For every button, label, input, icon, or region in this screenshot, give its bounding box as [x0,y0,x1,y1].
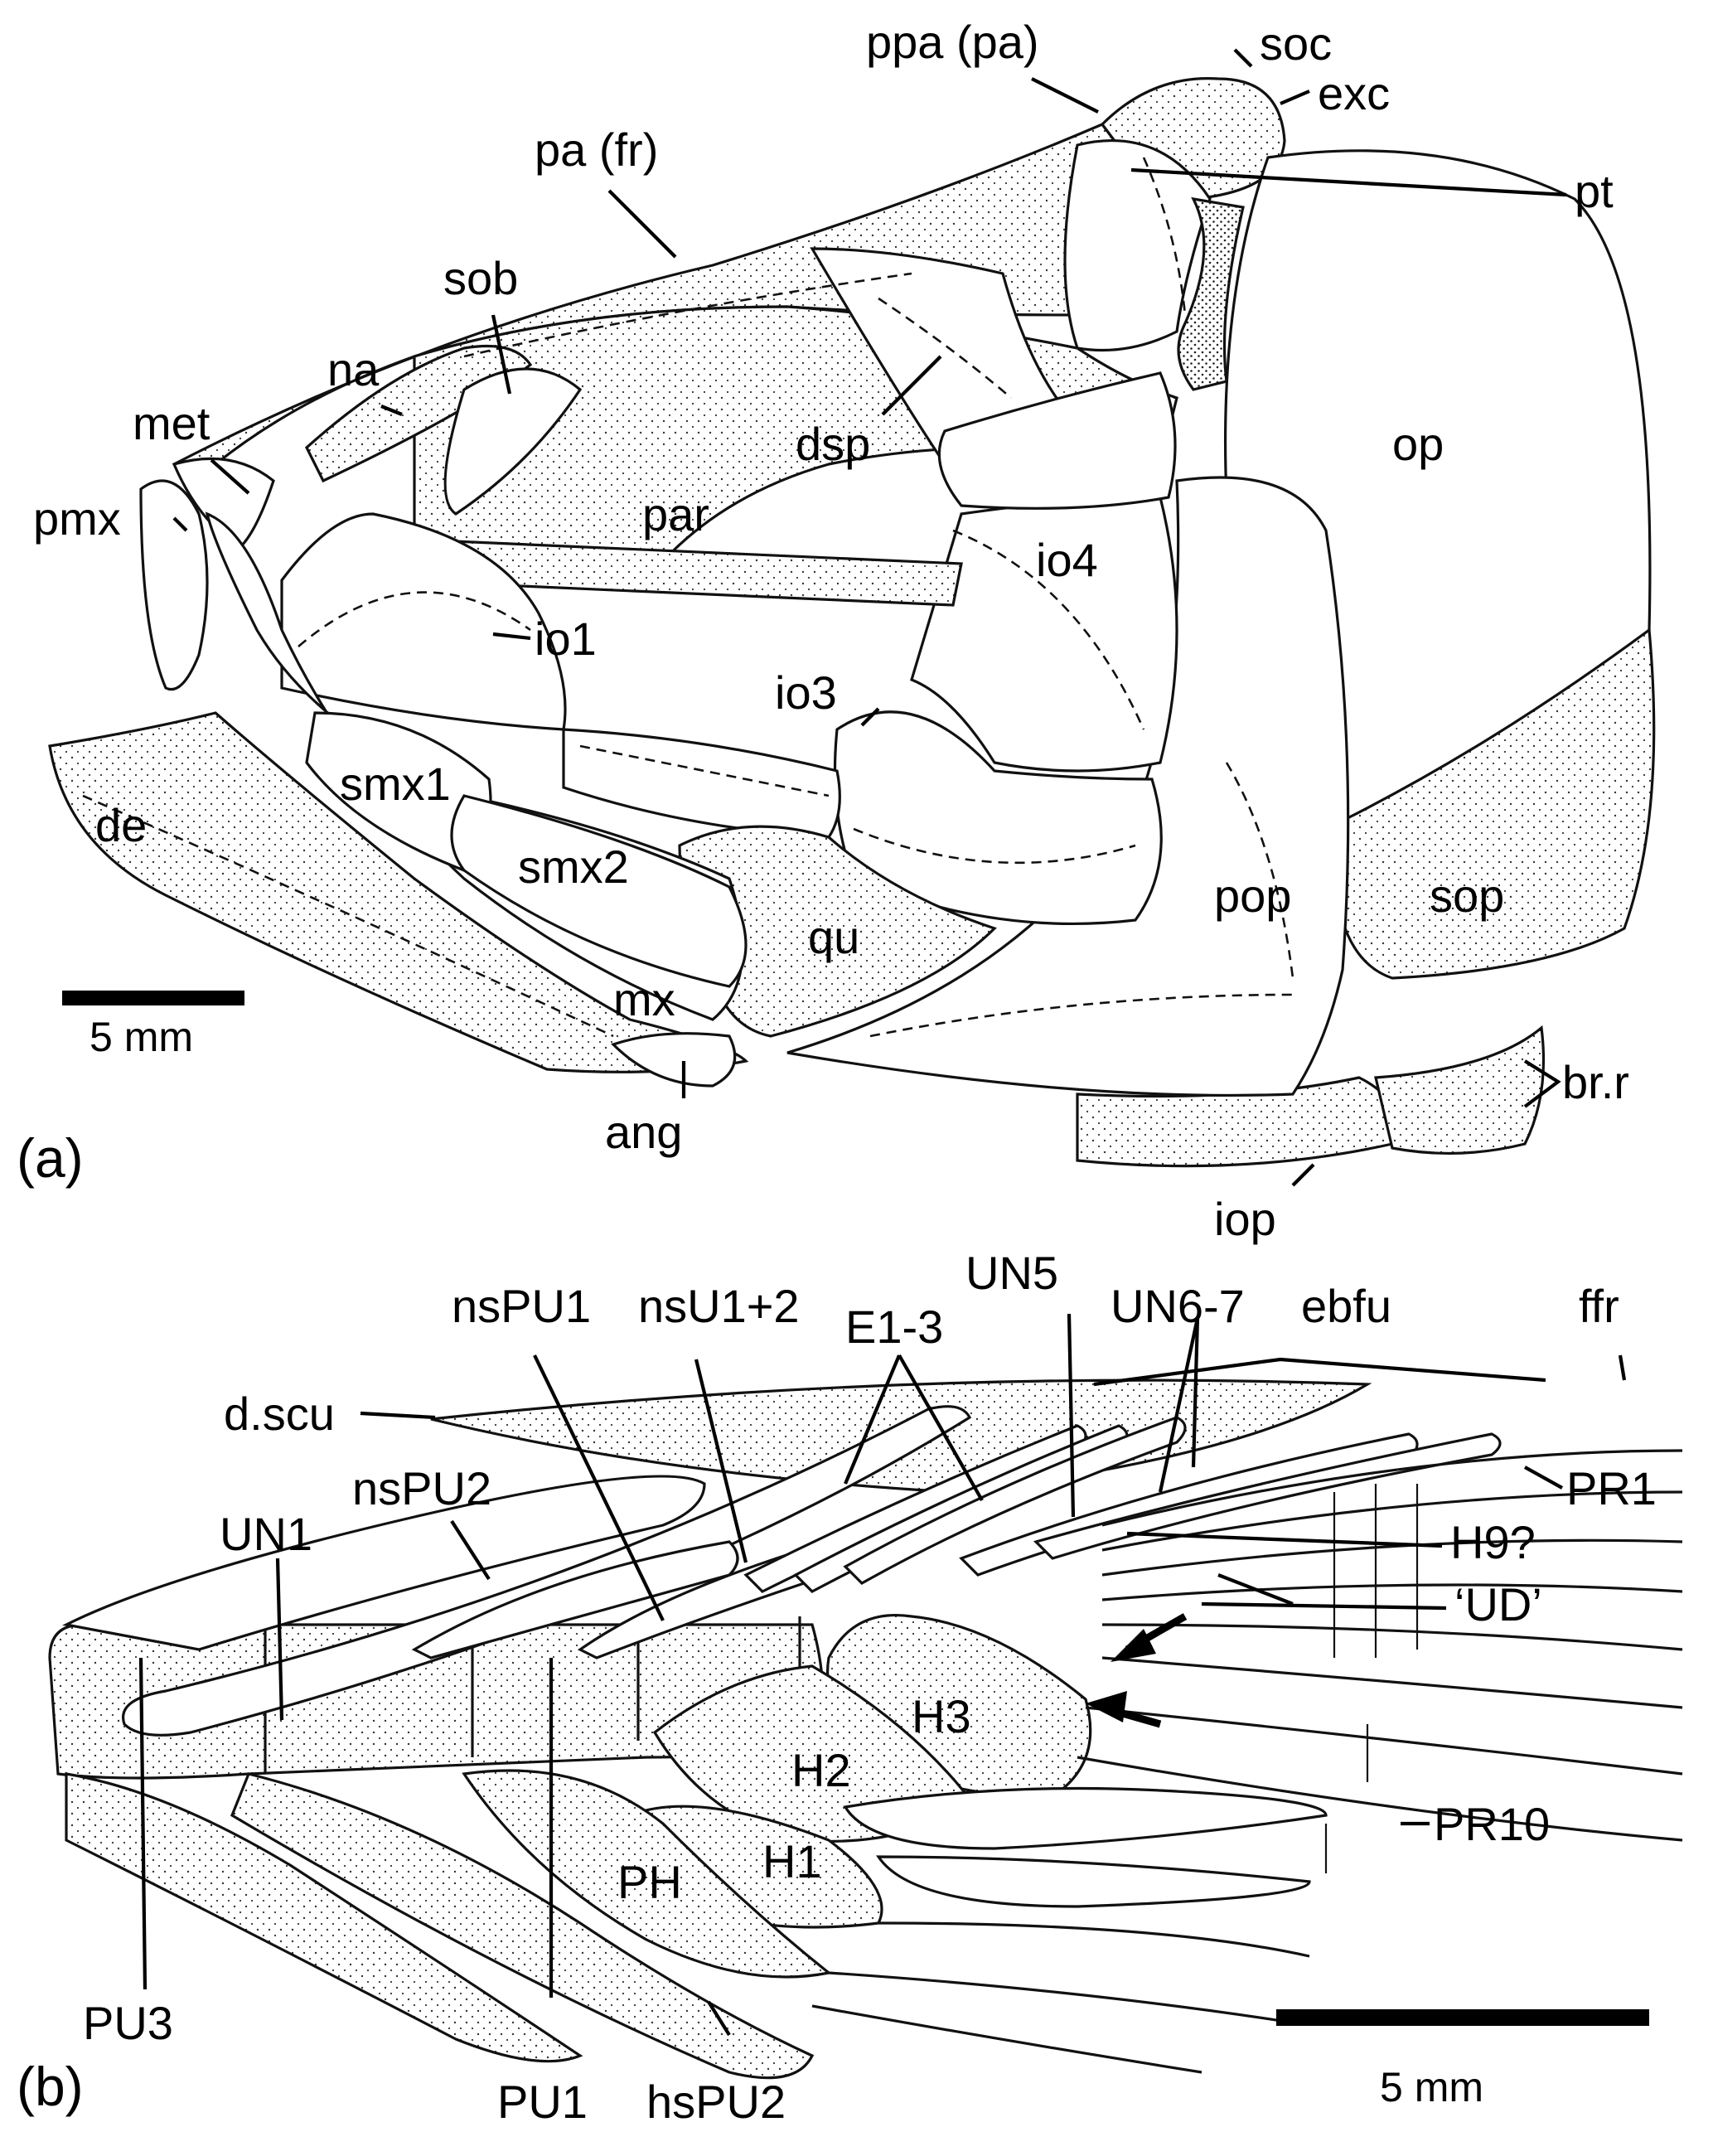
scale-label-a: 5 mm [90,1014,193,1060]
panel-b-leaders [138,1313,1627,2037]
infraorbital-5-bone [937,371,1177,510]
supramaxilla-2-bone [450,794,748,988]
panel-b-caudal [48,1378,1683,2080]
principal-ray-11 [876,1855,1311,1908]
label-iop: iop [1214,1193,1276,1245]
label-H2: H2 [791,1744,851,1796]
panel-a-scale: 5 mm [62,991,244,1060]
pterotic-bone [1063,139,1212,352]
label-E1-3: E1-3 [845,1301,943,1353]
label-UN6-7: UN6-7 [1111,1280,1245,1332]
epural-3 [843,1416,1187,1585]
scale-bar-a [62,991,244,1005]
label-PR10: PR10 [1434,1798,1550,1850]
label-mx: mx [613,973,675,1025]
label-br-r: br.r [1562,1056,1629,1108]
label-sob: sob [443,252,518,304]
uroneural-1 [122,1405,972,1737]
principal-ray-10 [843,1786,1328,1850]
label-ffr: ffr [1579,1280,1619,1332]
infraorbital-2-bone [562,728,841,839]
premaxilla-bone [139,479,209,691]
label-nsU1-2: nsU1+2 [638,1280,800,1332]
label-PU3: PU3 [83,1997,173,2049]
label-smx1: smx1 [340,758,451,810]
label-UN5: UN5 [965,1247,1058,1299]
panel-a-leaders [172,48,1567,1187]
haemal-spine-pu2 [230,1772,815,2080]
label-io1: io1 [535,613,597,665]
label-PR1: PR1 [1566,1462,1657,1514]
label-hsPU2: hsPU2 [646,2076,786,2128]
label-UN1: UN1 [220,1508,312,1560]
panel-a-labels: ppa (pa) soc exc pa (fr) pt sob na met d… [33,16,1629,1245]
scale-label-b: 5 mm [1380,2064,1483,2110]
subopercle-bone [1330,627,1656,980]
label-PH: PH [617,1856,682,1908]
label-nsPU1: nsPU1 [452,1280,591,1332]
label-ppa: ppa (pa) [866,16,1039,68]
mesethmoid-bone [172,457,275,550]
panel-label-a: (a) [17,1127,84,1189]
label-sop: sop [1430,870,1504,922]
neural-spine-pu2 [411,1540,739,1659]
label-H1: H1 [762,1835,822,1887]
label-pa: pa (fr) [535,124,658,176]
label-ang: ang [605,1106,682,1158]
label-pt: pt [1575,165,1614,217]
label-H9: H9? [1450,1516,1536,1568]
label-soc: soc [1260,17,1332,70]
panel-label-b: (b) [17,2056,84,2117]
uroneural-6-7 [1033,1432,1502,1560]
label-na: na [327,343,380,395]
label-pmx: pmx [33,492,121,545]
neural-spine-pu3 [62,1475,706,1651]
label-qu: qu [808,911,859,963]
arrow-1-head [1111,1629,1156,1662]
label-exc: exc [1318,67,1390,119]
branchiostegal-rays [1374,1025,1546,1155]
label-nsPU2: nsPU2 [352,1462,491,1514]
infraorbital-1-bone [280,512,567,731]
label-H3: H3 [912,1690,971,1742]
supraorbital-bone [443,367,583,516]
label-UD: ‘UD’ [1454,1578,1542,1630]
panel-b-labels: nsPU1 nsU1+2 UN5 E1-3 UN6-7 ebfu ffr d.s… [83,1247,1657,2128]
label-met: met [133,397,210,449]
nasal-bone [305,344,533,483]
label-ebfu: ebfu [1301,1280,1391,1332]
haemal-spine-pu3 [65,1772,583,2063]
label-op: op [1392,418,1444,470]
arrow-2-head [1086,1691,1127,1722]
label-io3: io3 [775,666,837,719]
label-io4: io4 [1036,534,1098,586]
label-par: par [642,488,709,540]
label-smx2: smx2 [518,841,629,893]
label-d-scu: d.scu [224,1388,335,1440]
angular-bone [611,1032,737,1088]
panel-b-scale: 5 mm [1276,2009,1649,2110]
label-PU1: PU1 [497,2076,588,2128]
label-de: de [95,799,147,851]
posttemporal-bone [1177,196,1245,391]
panel-a-skull [48,77,1656,1168]
scale-bar-b [1276,2009,1649,2026]
label-dsp: dsp [796,418,870,470]
label-pop: pop [1214,870,1291,922]
